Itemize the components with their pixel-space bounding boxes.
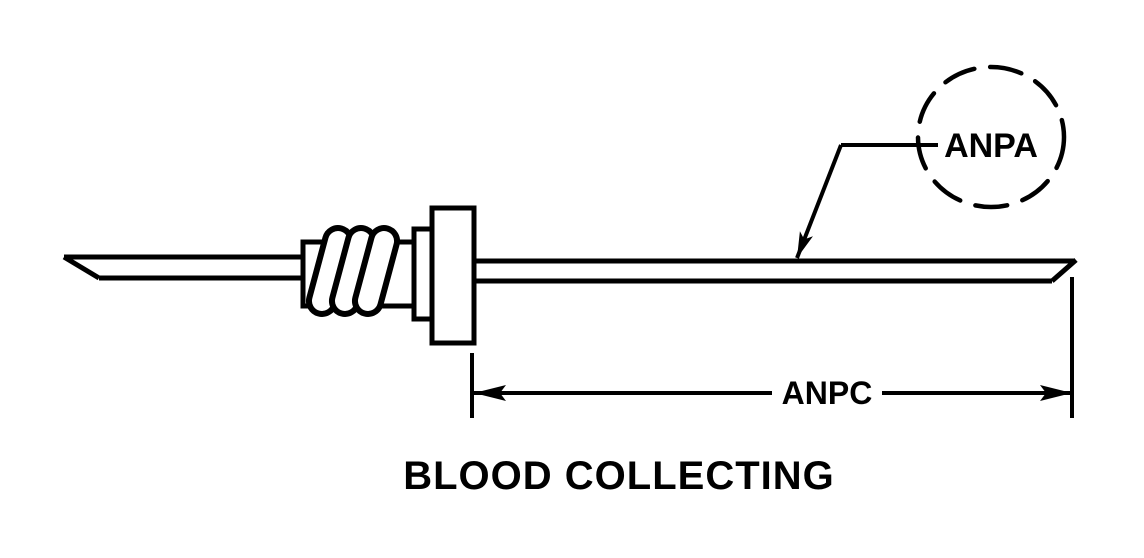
anpc-dimension: ANPC	[470, 277, 1074, 418]
anpc-label: ANPC	[782, 375, 873, 411]
needle-cannula	[62, 254, 303, 281]
hub-threads	[305, 225, 401, 317]
hub-step	[411, 226, 435, 322]
hub-flange	[429, 205, 477, 346]
thread-loop	[351, 225, 401, 317]
needle-shaft	[474, 258, 1078, 284]
dimension-arrow-right	[1040, 385, 1072, 401]
anpa-callout: ANPA	[795, 64, 1067, 259]
needle-bevel-edge	[62, 254, 101, 281]
anpa-callout-circle	[915, 64, 1067, 210]
anpa-label: ANPA	[944, 127, 1038, 165]
diagram-title: BLOOD COLLECTING	[403, 454, 835, 498]
shaft-bevel-edge	[1050, 258, 1078, 283]
callout-leader-arrow	[795, 144, 843, 259]
dimension-arrow-left	[474, 385, 506, 401]
